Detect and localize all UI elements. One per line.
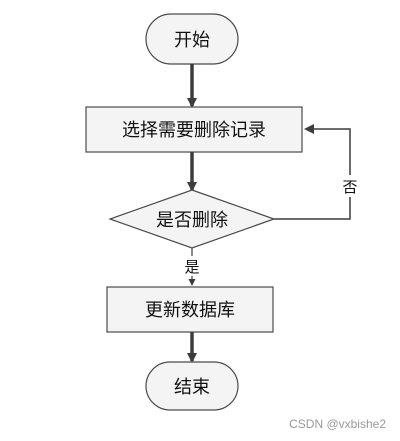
start-label: 开始 [174,30,210,51]
update-database-label: 更新数据库 [145,300,235,321]
yes-branch-label: 是 [184,258,199,276]
arrow-no-loop [274,124,351,220]
no-label-background [340,175,360,197]
select-record-label: 选择需要删除记录 [122,120,266,141]
end-label: 结束 [174,377,210,398]
yes-label-background [180,256,204,276]
no-branch-label: 否 [342,178,357,196]
update-database-process [106,286,274,333]
delete-decision-label: 是否删除 [156,210,228,231]
select-record-process [85,106,303,153]
csdn-watermark: CSDN @vxbishe2 [289,417,386,431]
end-terminator [145,361,239,411]
